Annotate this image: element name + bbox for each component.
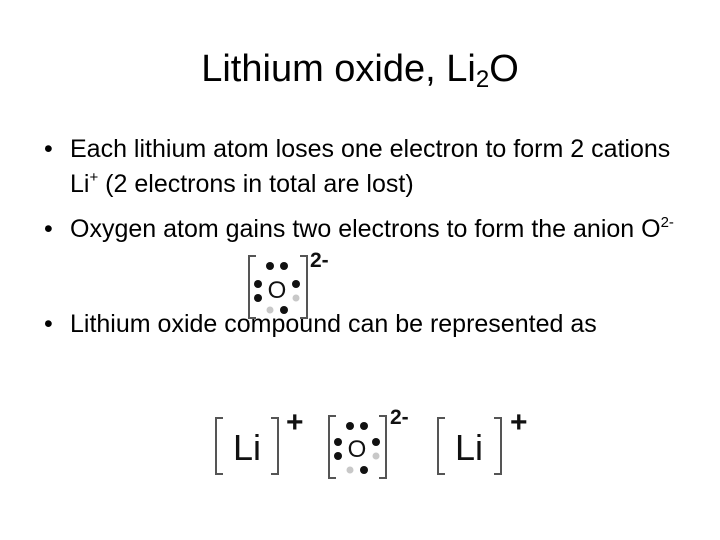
lithium-symbol: Li [455,427,483,468]
bullet-text: Each lithium atom loses one electron to … [70,135,671,198]
charge-label: 2- [310,249,329,272]
lithium-symbol: Li [233,427,261,468]
bullet-dot: • [44,135,53,163]
electron-dot [254,294,262,302]
bracket-right [271,417,279,475]
oxide-ion-lewis-structure: O 2- [244,246,344,324]
bullet-item: • Lithium oxide compound can be represen… [36,307,676,342]
bracket-right [494,417,502,475]
bullet-superscript: + [89,169,99,186]
oxide-ion-diagram: O 2- [248,249,329,319]
electron-dot [334,452,342,460]
compound-diagram: Li + O 2- Li + [215,406,528,479]
bullet-superscript: 2- [660,214,674,231]
electron-dot [372,438,380,446]
slide-title: Lithium oxide, Li2O [0,44,720,94]
bullet-text: Oxygen atom gains two electrons to form … [70,215,661,243]
title-text: Lithium oxide, Li [201,48,476,90]
gained-electron-dot [292,294,300,302]
gained-electron-dot [266,306,274,314]
charge-label: + [510,406,528,439]
electron-dot [280,306,288,314]
bullet-item: • Oxygen atom gains two electrons to for… [36,212,676,247]
lithium-oxide-lewis-structure: Li + O 2- Li + [210,402,550,490]
bracket-right [379,415,387,479]
title-subscript: 2 [475,66,490,93]
bracket-right [300,255,308,319]
electron-dot [334,438,342,446]
electron-dot [346,422,354,430]
electron-dot [360,422,368,430]
bullet-dot: • [44,215,53,243]
bullet-dot: • [44,310,53,338]
bullet-text-end: (2 electrons in total are lost) [98,170,414,198]
oxygen-symbol: O [348,436,367,463]
title-text-end: O [489,48,519,90]
bracket-left [215,417,223,475]
bullet-text: Lithium oxide compound can be represente… [70,310,597,338]
electron-dot [280,262,288,270]
gained-electron-dot [372,452,380,460]
electron-dot [292,280,300,288]
oxygen-symbol: O [268,277,287,304]
bullet-list: • Each lithium atom loses one electron t… [36,132,676,342]
electron-dot [254,280,262,288]
gained-electron-dot [346,466,354,474]
electron-dot [360,466,368,474]
bracket-left [328,415,336,479]
bracket-left [248,255,256,319]
electron-dot [266,262,274,270]
bullet-item: • Each lithium atom loses one electron t… [36,132,676,202]
charge-label: + [286,406,304,439]
bracket-left [437,417,445,475]
charge-label: 2- [390,406,409,429]
